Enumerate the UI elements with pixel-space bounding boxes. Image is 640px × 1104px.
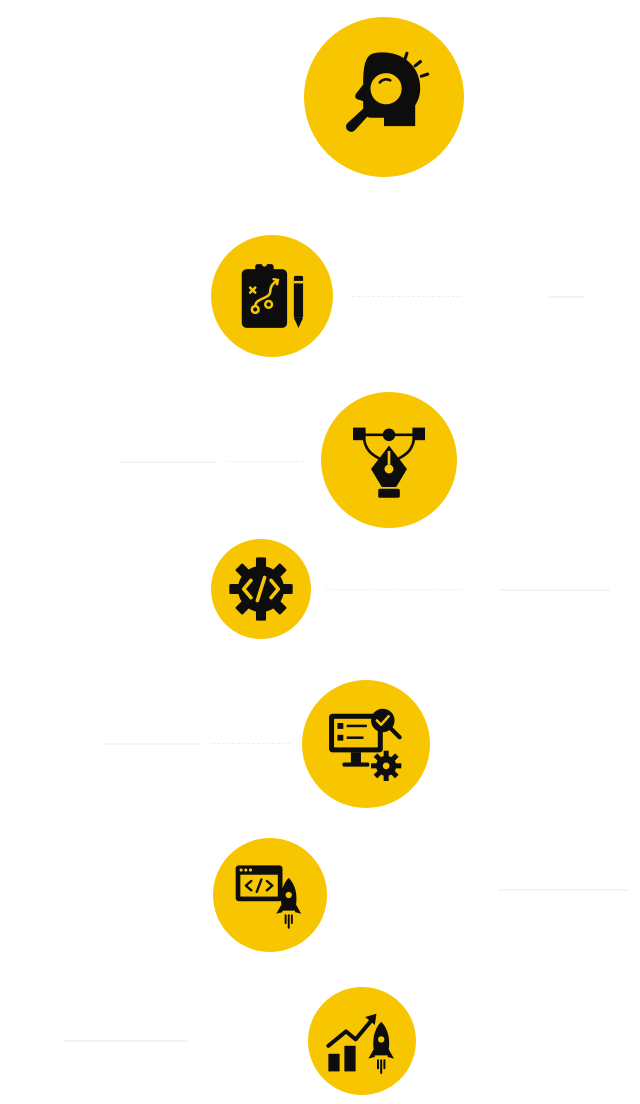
- step-2-circle: [211, 235, 333, 357]
- step-7-circle: [308, 987, 416, 1095]
- step-5-circle: [302, 680, 430, 808]
- step-4-circle: [211, 539, 311, 639]
- head-magnifier-icon: [346, 51, 430, 132]
- step-5-label-placeholder: [104, 743, 200, 745]
- step-3-label-placeholder: [120, 461, 216, 463]
- growth-chart-rocket-icon: [326, 1013, 394, 1074]
- step-2-label-placeholder: [548, 296, 584, 298]
- pen-tool-design-icon: [353, 427, 425, 498]
- step-3-connector: [228, 461, 304, 462]
- step-3-circle: [321, 392, 457, 528]
- clipboard-plan-icon: [241, 261, 304, 328]
- step-6-label-placeholder: [498, 889, 628, 891]
- step-2-connector: [352, 296, 460, 297]
- browser-rocket-launch-icon: [235, 865, 302, 929]
- step-6-circle: [213, 838, 327, 952]
- step-1-circle: [304, 17, 464, 177]
- step-7-label-placeholder: [64, 1040, 188, 1042]
- step-4-connector: [326, 589, 462, 590]
- step-5-connector: [212, 743, 290, 744]
- code-gear-icon: [229, 557, 293, 621]
- step-4-label-placeholder: [500, 589, 610, 591]
- monitor-checklist-testing-icon: [329, 708, 402, 781]
